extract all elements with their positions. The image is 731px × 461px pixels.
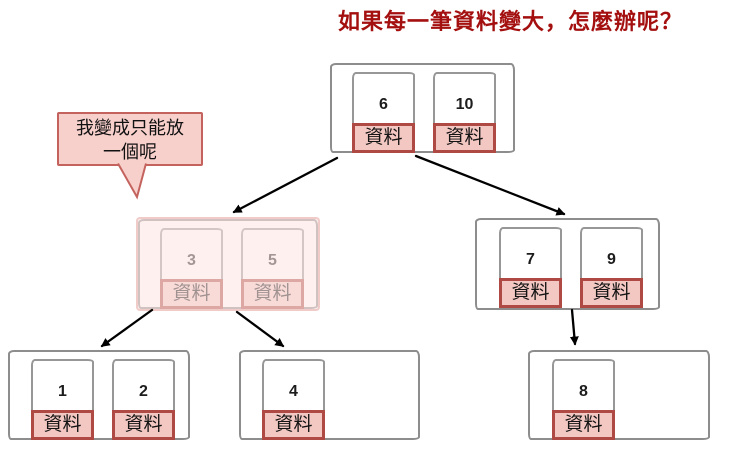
edge-mid-left-to-bottom-left	[100, 308, 154, 348]
data-label: 資料	[112, 410, 175, 440]
key-value: 5	[268, 252, 277, 269]
data-label: 資料	[31, 410, 94, 440]
tree-node-bottom-left: 1 資料 2 資料	[8, 350, 190, 440]
speech-bubble: 我變成只能放 一個呢	[57, 112, 203, 166]
key-value: 6	[379, 96, 388, 113]
tree-node-mid-right: 7 資料 9 資料	[475, 218, 660, 310]
key-slot: 4 資料	[262, 359, 325, 440]
speech-bubble-line: 一個呢	[103, 142, 157, 162]
edge-mid-right-to-bottom-right	[569, 308, 579, 346]
key-value: 8	[579, 383, 588, 400]
key-slot: 1 資料	[31, 359, 94, 440]
key-value: 10	[455, 96, 474, 113]
key-slot: 3 資料	[160, 228, 223, 309]
edge-mid-left-to-bottom-mid	[235, 310, 285, 348]
key-value: 4	[289, 383, 298, 400]
key-value: 9	[607, 251, 616, 268]
data-label: 資料	[580, 278, 643, 308]
data-label: 資料	[552, 410, 615, 440]
key-slot: 10 資料	[433, 72, 496, 153]
key-slot: 6 資料	[352, 72, 415, 153]
data-label: 資料	[352, 123, 415, 153]
speech-bubble-tail	[117, 163, 147, 200]
key-value: 2	[139, 383, 148, 400]
key-value: 3	[187, 252, 196, 269]
data-label: 資料	[262, 410, 325, 440]
tree-node-bottom-mid: 4 資料	[239, 350, 420, 440]
key-value: 7	[526, 251, 535, 268]
data-label: 資料	[433, 123, 496, 153]
tree-node-mid-left: 3 資料 5 資料	[136, 217, 320, 311]
data-label: 資料	[241, 279, 304, 309]
data-label: 資料	[499, 278, 562, 308]
tree-node-bottom-right: 8 資料	[528, 350, 710, 440]
edge-root-to-mid-right	[414, 154, 566, 216]
edge-root-to-mid-left	[232, 156, 339, 214]
key-value: 1	[58, 383, 67, 400]
tree-node-root: 6 資料 10 資料	[330, 63, 515, 153]
data-label: 資料	[160, 279, 223, 309]
key-slot: 8 資料	[552, 359, 615, 440]
key-slot: 5 資料	[241, 228, 304, 309]
key-slot: 2 資料	[112, 359, 175, 440]
speech-bubble-line: 我變成只能放	[76, 118, 184, 138]
page-title: 如果每一筆資料變大，怎麼辦呢？	[338, 9, 684, 34]
key-slot: 9 資料	[580, 227, 643, 308]
key-slot: 7 資料	[499, 227, 562, 308]
